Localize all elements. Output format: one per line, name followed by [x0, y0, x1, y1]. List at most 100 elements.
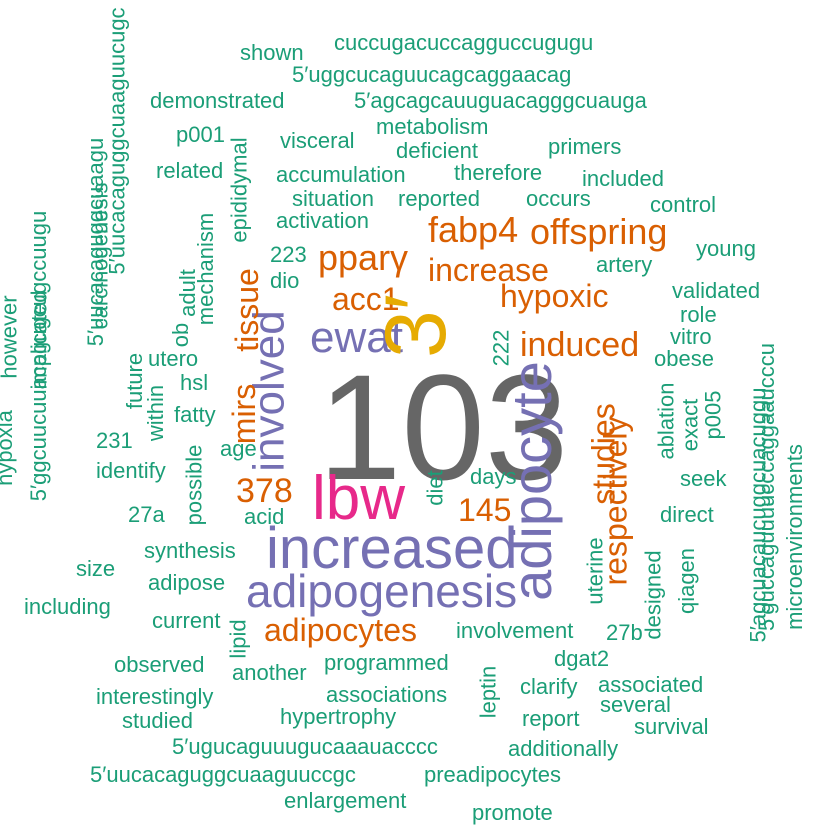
- word-visceral: visceral: [280, 128, 355, 153]
- word-survival: survival: [634, 714, 709, 739]
- word-ewat: ewat: [310, 313, 403, 362]
- word-obese: obese: [654, 346, 714, 371]
- word-preadipocytes: preadipocytes: [424, 762, 561, 787]
- word-enlargement: enlargement: [284, 788, 407, 813]
- word-studied: studied: [122, 708, 193, 733]
- word-5ugucaguuugucaaauacccc: 5′ugucaguuugucaaauacccc: [172, 734, 438, 759]
- word-cuccugacuccagguccugugu: cuccugacuccagguccugugu: [334, 30, 594, 55]
- word-fabp4: fabp4: [428, 209, 519, 250]
- word-145: 145: [458, 492, 512, 528]
- word-utero: utero: [148, 346, 199, 371]
- word-dgat2: dgat2: [554, 646, 610, 671]
- word-vitro: vitro: [670, 324, 712, 349]
- word-associated: associated: [598, 672, 704, 697]
- word-validated: validated: [672, 278, 761, 303]
- word-synthesis: synthesis: [144, 538, 236, 563]
- word-ppary: pparγ: [318, 237, 409, 278]
- word-mechanism: mechanism: [193, 212, 219, 326]
- word-implicated: implicated: [26, 290, 52, 390]
- word-103: 103: [318, 343, 569, 511]
- word-situation: situation: [292, 186, 374, 211]
- word-ob: ob: [168, 322, 194, 348]
- word-included: included: [582, 166, 664, 191]
- word-adipose: adipose: [148, 570, 226, 595]
- word-hsl: hsl: [180, 370, 209, 395]
- word-tissue: tissue: [228, 268, 265, 352]
- word-adipogenesis: adipogenesis: [246, 565, 518, 617]
- word-young: young: [696, 236, 756, 261]
- word-lbw: lbw: [312, 464, 406, 533]
- word-size: size: [76, 556, 116, 581]
- word-hypertrophy: hypertrophy: [280, 704, 397, 729]
- word-5agcagcauuguacagggcuauga: 5′agcagcauuguacagggcuauga: [354, 88, 647, 113]
- word-leptin: leptin: [475, 665, 501, 719]
- word-possible: possible: [181, 444, 207, 526]
- word-role: role: [680, 302, 717, 327]
- word-report: report: [522, 706, 580, 731]
- word-seek: seek: [680, 466, 727, 491]
- word-5guccaguuuucccaggaaucccu: 5′guccaguuuucccaggaaucccu: [753, 343, 779, 631]
- word-mirs: mirs: [226, 383, 263, 445]
- word-several: several: [600, 692, 671, 717]
- word-uterine: uterine: [582, 537, 608, 605]
- word-microenvironments: microenvironments: [781, 444, 807, 630]
- word-associations: associations: [326, 682, 448, 707]
- word-exact: exact: [677, 398, 703, 452]
- word-3prime: 3′: [367, 294, 464, 358]
- word-reported: reported: [398, 186, 480, 211]
- word-metabolism: metabolism: [376, 114, 489, 139]
- word-artery: artery: [596, 252, 653, 277]
- word-hypoxic: hypoxic: [500, 278, 609, 314]
- word-5uucacaguggcuaaguuccgc: 5′uucacaguggcuaaguuccgc: [90, 762, 356, 787]
- word-induced: induced: [520, 326, 640, 364]
- word-direct: direct: [660, 502, 714, 527]
- word-231: 231: [96, 428, 133, 453]
- word-5uggcucaguucagcaggaacag: 5′uggcucaguucagcaggaacag: [292, 62, 572, 87]
- word-27a: 27a: [128, 502, 165, 527]
- word-adipocytes: adipocytes: [264, 612, 417, 648]
- word-dio: dio: [270, 268, 300, 293]
- word-activation: activation: [276, 208, 369, 233]
- word-27b: 27b: [606, 620, 643, 645]
- word-diet: diet: [422, 470, 448, 506]
- word-related: related: [156, 158, 224, 183]
- word-another: another: [232, 660, 307, 685]
- word-increase: increase: [428, 252, 549, 288]
- word-acc1: acc1: [332, 281, 400, 317]
- word-ablation: ablation: [653, 382, 679, 460]
- word-additionally: additionally: [508, 736, 619, 761]
- word-increased: increased: [266, 516, 518, 581]
- word-epididymal: epididymal: [226, 137, 252, 243]
- word-lipid: lipid: [225, 619, 251, 659]
- word-p005: p005: [700, 390, 726, 440]
- word-378: 378: [236, 472, 293, 510]
- word-hypoxia: hypoxia: [0, 410, 17, 486]
- word-involvement: involvement: [456, 618, 574, 643]
- word-p001: p001: [176, 122, 225, 147]
- word-adipocyte: adipocyte: [499, 361, 563, 601]
- word-carcinogenesis: carcinogenesis: [87, 182, 113, 330]
- word-accumulation: accumulation: [276, 162, 406, 187]
- word-clarify: clarify: [520, 674, 578, 699]
- word-designed: designed: [640, 550, 666, 640]
- word-observed: observed: [114, 652, 205, 677]
- word-current: current: [152, 608, 221, 633]
- word-223: 223: [270, 242, 307, 267]
- word-deficient: deficient: [396, 138, 478, 163]
- word-days: days: [470, 464, 517, 489]
- word-within: within: [143, 384, 169, 442]
- word-interestingly: interestingly: [96, 684, 214, 709]
- word-demonstrated: demonstrated: [150, 88, 285, 113]
- word-fatty: fatty: [174, 402, 216, 427]
- word-primers: primers: [548, 134, 622, 159]
- word-programmed: programmed: [324, 650, 449, 675]
- word-acid: acid: [244, 504, 285, 529]
- word-however: however: [0, 295, 22, 379]
- word-qiagen: qiagen: [674, 547, 700, 615]
- word-offspring: offspring: [530, 211, 668, 252]
- word-222: 222: [488, 329, 514, 367]
- word-promote: promote: [472, 800, 553, 825]
- word-identify: identify: [96, 458, 166, 483]
- word-occurs: occurs: [526, 186, 591, 211]
